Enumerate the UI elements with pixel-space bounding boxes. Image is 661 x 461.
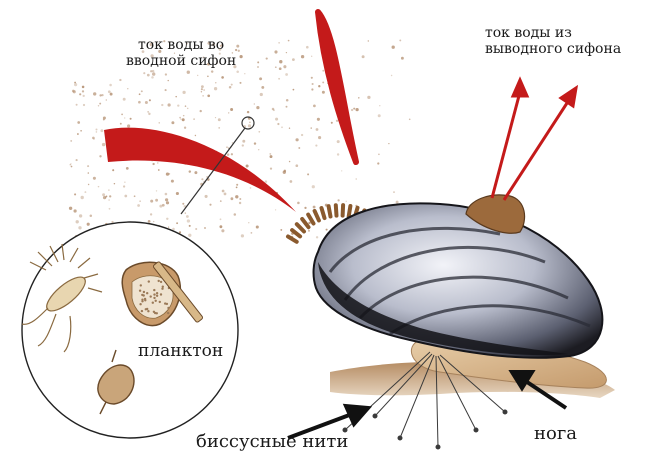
inflow-label-line1: ток воды во <box>126 38 236 54</box>
mussel-shell <box>314 203 603 357</box>
inflow-arrow-large <box>104 128 296 212</box>
outflow-label: ток воды из выводного сифона <box>485 26 621 57</box>
outflow-label-line2: выводного сифона <box>485 42 621 58</box>
outflow-label-line1: ток воды из <box>485 26 621 42</box>
plankton-label: планктон <box>138 342 223 361</box>
inflow-arrow-top <box>318 12 356 162</box>
inflow-label: ток воды во вводной сифон <box>126 38 236 69</box>
byssus-label: биссусные нити <box>196 432 348 452</box>
outflow-arrows <box>492 80 576 200</box>
inflow-label-line2: вводной сифон <box>126 54 236 70</box>
foot-label: нога <box>534 424 577 444</box>
